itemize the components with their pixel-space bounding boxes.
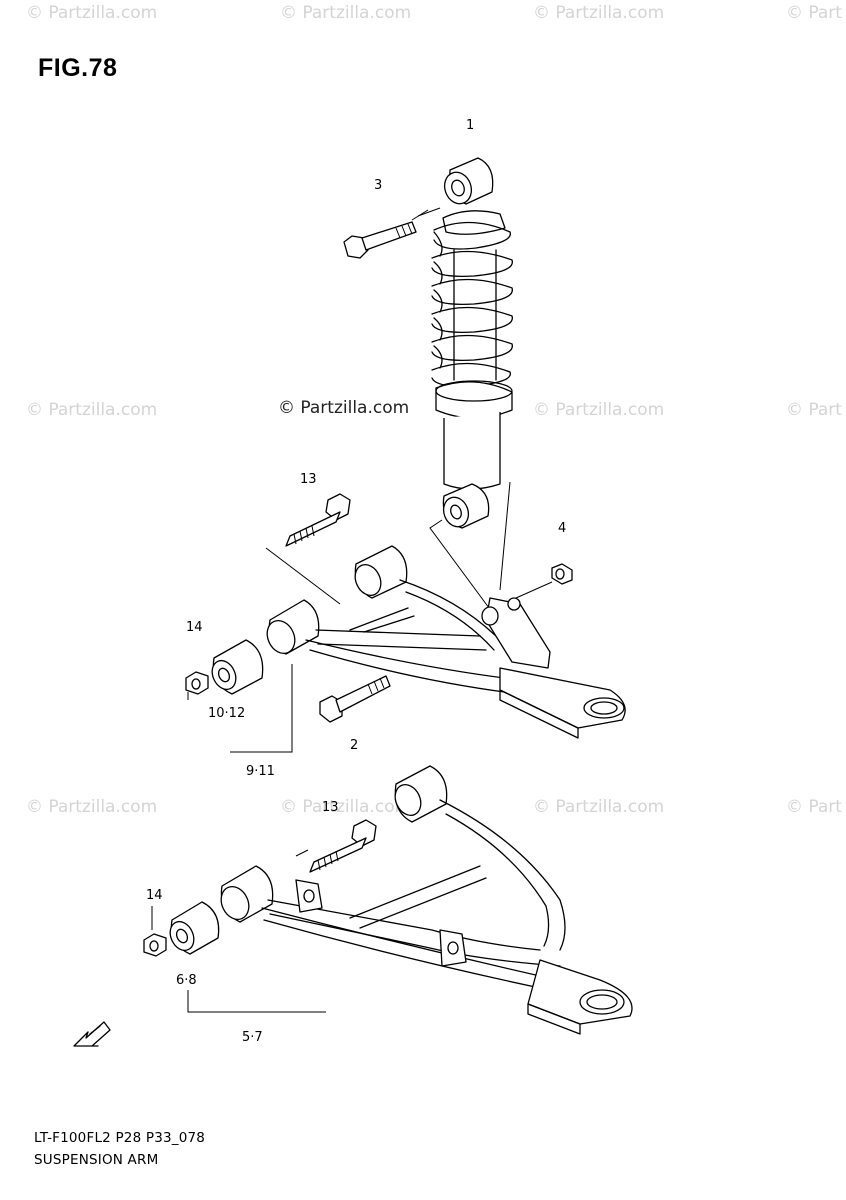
callout-14-upper: 14 <box>186 620 203 635</box>
callout-14-lower: 14 <box>146 888 163 903</box>
upper-arm-bushing-outer[interactable] <box>208 639 264 695</box>
watermark: © Partzilla.com <box>26 797 158 817</box>
callout-1: 1 <box>466 118 475 133</box>
front-direction-arrow-icon <box>73 1021 111 1047</box>
callout-10-12: 10·12 <box>208 706 246 721</box>
center-watermark: © Partzilla.com <box>278 398 410 418</box>
watermark: © Partzilla.com <box>533 3 665 23</box>
shock-absorber[interactable] <box>431 157 513 530</box>
lower-arm-nut-14[interactable] <box>143 933 167 957</box>
model-code: LT-F100FL2 P28 P33_078 <box>34 1130 206 1146</box>
callout-4: 4 <box>558 521 567 536</box>
callout-13-upper: 13 <box>300 472 317 487</box>
watermark: © Part <box>786 797 842 817</box>
lower-suspension-arm[interactable] <box>216 765 633 1035</box>
figure-title: FIG.78 <box>38 54 118 82</box>
watermark: © Part <box>786 400 842 420</box>
callout-5-7: 5·7 <box>242 1030 263 1045</box>
shock-upper-bolt[interactable] <box>343 207 441 259</box>
upper-arm-nut-14[interactable] <box>185 671 209 695</box>
watermark: © Partzilla.com <box>280 3 412 23</box>
watermark: © Partzilla.com <box>533 797 665 817</box>
watermark: © Part <box>786 3 842 23</box>
callout-3: 3 <box>374 178 383 193</box>
watermark: © Partzilla.com <box>26 3 158 23</box>
nut-4[interactable] <box>551 563 573 585</box>
upper-suspension-arm[interactable] <box>262 545 626 739</box>
section-name: SUSPENSION ARM <box>34 1152 159 1168</box>
lower-arm-pivot-bolt[interactable] <box>309 819 377 873</box>
callout-9-11: 9·11 <box>246 764 275 779</box>
callout-6-8: 6·8 <box>176 973 197 988</box>
watermark: © Partzilla.com <box>533 400 665 420</box>
lower-arm-bushing[interactable] <box>166 901 220 955</box>
callout-2: 2 <box>350 738 359 753</box>
watermark: © Partzilla.com <box>26 400 158 420</box>
watermark: © Partzilla.com <box>280 797 412 817</box>
callout-13-lower: 13 <box>322 800 339 815</box>
shock-lower-bolt[interactable] <box>319 675 391 723</box>
upper-arm-pivot-bolt[interactable] <box>285 493 351 547</box>
